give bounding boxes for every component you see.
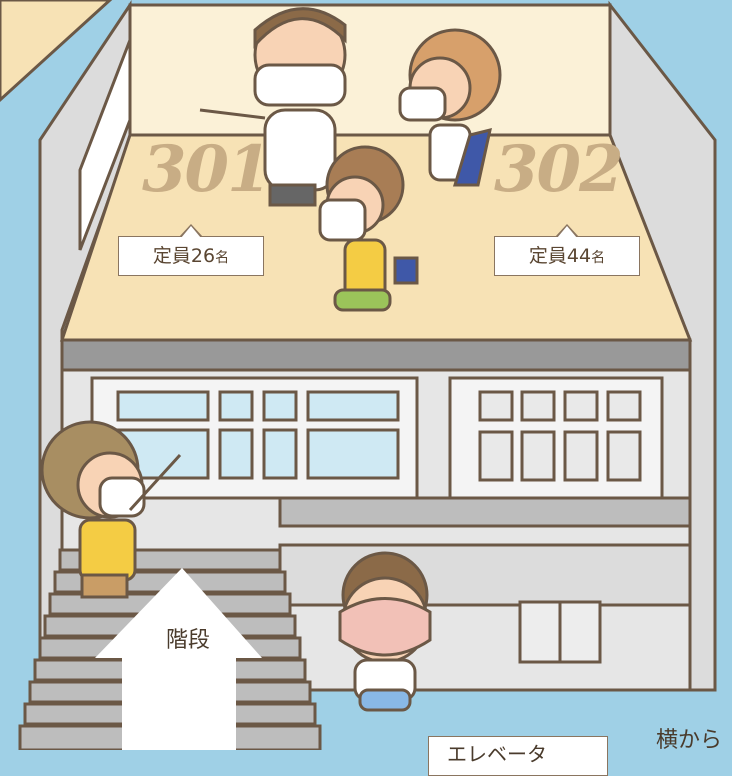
side-view-text: 横から	[656, 728, 723, 753]
capacity-label-301: 定員26名	[118, 224, 264, 276]
capacity-unit: 名	[591, 250, 606, 266]
child-front	[338, 551, 432, 712]
capacity-text: 定員	[152, 245, 191, 267]
student-middle	[318, 145, 419, 312]
building-illustration	[0, 0, 717, 750]
capacity-text: 定員	[528, 245, 567, 267]
child-pointing	[40, 420, 182, 599]
stairs-arrow	[95, 568, 262, 750]
capacity-number: 44	[566, 245, 592, 267]
room-number-302: 302	[494, 132, 624, 207]
capacity-label-302: 定員44名	[494, 224, 640, 276]
teacher	[199, 7, 347, 207]
capacity-number: 26	[190, 245, 216, 267]
corner-panel	[0, 0, 113, 103]
room-number-301: 301	[142, 132, 272, 207]
stairs-label: 階段	[165, 628, 210, 653]
elevator-label: エレベータ	[428, 736, 608, 776]
student-back	[398, 28, 502, 187]
capacity-unit: 名	[215, 250, 230, 266]
